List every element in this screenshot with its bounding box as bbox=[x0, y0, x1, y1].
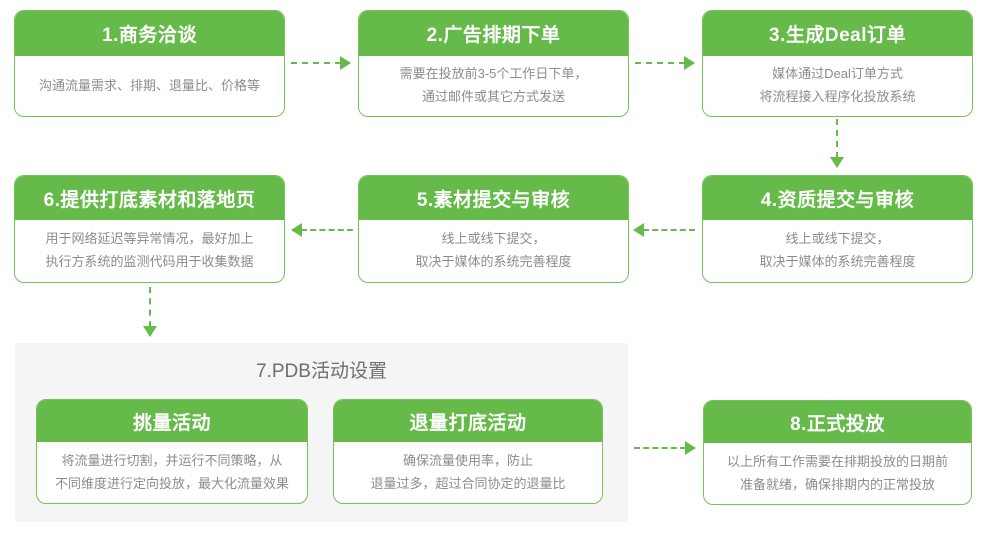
step-7-sub1-title: 挑量活动 bbox=[37, 400, 307, 442]
arrow-step6-to-step7 bbox=[143, 287, 157, 337]
step-3-title: 3.生成Deal订单 bbox=[703, 11, 972, 56]
step-6-description-line: 执行方系统的监测代码用于收集数据 bbox=[45, 254, 254, 269]
step-6-title: 6.提供打底素材和落地页 bbox=[15, 176, 284, 220]
arrowhead-left-icon bbox=[633, 223, 644, 237]
step-5-box: 5.素材提交与审核 线上或线下提交， 取决于媒体的系统完善程度 bbox=[358, 175, 629, 283]
step-7-sub1-description: 将流量进行切割，并运行不同策略，从 不同维度进行定向投放，最大化流量效果 bbox=[37, 442, 307, 503]
step-4-box: 4.资质提交与审核 线上或线下提交， 取决于媒体的系统完善程度 bbox=[702, 175, 973, 283]
arrowhead-right-icon bbox=[685, 441, 696, 455]
step-1-title: 1.商务洽谈 bbox=[15, 11, 284, 56]
dashed-line bbox=[836, 119, 838, 158]
step-8-description: 以上所有工作需要在排期投放的日期前 准备就绪，确保排期内的正常投放 bbox=[704, 443, 971, 504]
arrow-step3-to-step4 bbox=[830, 119, 844, 168]
step-7-title: 7.PDB活动设置 bbox=[256, 361, 387, 382]
step-4-description-line: 线上或线下提交， bbox=[785, 231, 890, 247]
step-5-description-line: 线上或线下提交， bbox=[441, 231, 546, 247]
step-3-box: 3.生成Deal订单 媒体通过Deal订单方式 将流程接入程序化投放系统 bbox=[702, 10, 973, 117]
arrow-step2-to-step3 bbox=[635, 56, 695, 70]
arrow-step5-to-step6 bbox=[291, 223, 353, 237]
step-3-description-line: 将流程接入程序化投放系统 bbox=[759, 89, 916, 104]
arrow-step4-to-step5 bbox=[633, 223, 695, 237]
step-3-description: 媒体通过Deal订单方式 将流程接入程序化投放系统 bbox=[703, 56, 972, 116]
step-6-description-line: 用于网络延迟等异常情况，最好加上 bbox=[45, 231, 254, 247]
step-4-title: 4.资质提交与审核 bbox=[703, 176, 972, 220]
step-2-description: 需要在投放前3-5个工作日下单， 通过邮件或其它方式发送 bbox=[359, 56, 628, 116]
step-4-description: 线上或线下提交， 取决于媒体的系统完善程度 bbox=[703, 220, 972, 282]
step-7-sub-box-pick-volume: 挑量活动 将流量进行切割，并运行不同策略，从 不同维度进行定向投放，最大化流量效… bbox=[36, 399, 308, 504]
arrowhead-left-icon bbox=[291, 223, 302, 237]
step-3-description-line: 媒体通过Deal订单方式 bbox=[772, 66, 903, 82]
arrowhead-right-icon bbox=[684, 56, 695, 70]
step-2-description-line: 通过邮件或其它方式发送 bbox=[421, 89, 565, 104]
dashed-line bbox=[634, 447, 686, 449]
step-2-box: 2.广告排期下单 需要在投放前3-5个工作日下单， 通过邮件或其它方式发送 bbox=[358, 10, 629, 117]
dashed-line bbox=[149, 287, 151, 327]
dashed-line bbox=[635, 62, 685, 64]
step-7-sub1-description-line: 将流量进行切割，并运行不同策略，从 bbox=[61, 452, 283, 468]
step-8-description-line: 准备就绪，确保排期内的正常投放 bbox=[739, 476, 935, 492]
step-5-title: 5.素材提交与审核 bbox=[359, 176, 628, 220]
step-7-sub2-description-line: 确保流量使用率，防止 bbox=[402, 452, 533, 468]
step-7-sub2-description: 确保流量使用率，防止 退量过多，超过合同协定的退量比 bbox=[334, 442, 602, 503]
step-8-box: 8.正式投放 以上所有工作需要在排期投放的日期前 准备就绪，确保排期内的正常投放 bbox=[703, 400, 972, 505]
step-7-group: 7.PDB活动设置 挑量活动 将流量进行切割，并运行不同策略，从 不同维度进行定… bbox=[15, 343, 628, 522]
step-6-description: 用于网络延迟等异常情况，最好加上 执行方系统的监测代码用于收集数据 bbox=[15, 220, 284, 282]
step-7-sub2-title: 退量打底活动 bbox=[334, 400, 602, 442]
arrow-step7-to-step8 bbox=[634, 441, 696, 455]
arrowhead-down-icon bbox=[830, 157, 844, 168]
dashed-line bbox=[643, 229, 695, 231]
step-6-box: 6.提供打底素材和落地页 用于网络延迟等异常情况，最好加上 执行方系统的监测代码… bbox=[14, 175, 285, 283]
step-5-description: 线上或线下提交， 取决于媒体的系统完善程度 bbox=[359, 220, 628, 282]
step-1-description-line: 沟通流量需求、排期、退量比、价格等 bbox=[38, 77, 260, 93]
arrow-step1-to-step2 bbox=[291, 56, 351, 70]
dashed-line bbox=[291, 62, 341, 64]
step-2-title: 2.广告排期下单 bbox=[359, 11, 628, 56]
step-2-description-line: 需要在投放前3-5个工作日下单， bbox=[399, 66, 588, 82]
step-7-sub1-description-line: 不同维度进行定向投放，最大化流量效果 bbox=[54, 475, 289, 491]
step-1-box: 1.商务洽谈 沟通流量需求、排期、退量比、价格等 bbox=[14, 10, 285, 117]
step-8-title: 8.正式投放 bbox=[704, 401, 971, 443]
step-7-sub2-description-line: 退量过多，超过合同协定的退量比 bbox=[370, 475, 566, 491]
step-1-description: 沟通流量需求、排期、退量比、价格等 bbox=[15, 56, 284, 116]
arrowhead-right-icon bbox=[340, 56, 351, 70]
step-7-sub-box-return-volume: 退量打底活动 确保流量使用率，防止 退量过多，超过合同协定的退量比 bbox=[333, 399, 603, 504]
step-4-description-line: 取决于媒体的系统完善程度 bbox=[759, 254, 916, 269]
dashed-line bbox=[301, 229, 353, 231]
step-8-description-line: 以上所有工作需要在排期投放的日期前 bbox=[726, 453, 948, 469]
arrowhead-down-icon bbox=[143, 326, 157, 337]
step-5-description-line: 取决于媒体的系统完善程度 bbox=[415, 254, 572, 269]
